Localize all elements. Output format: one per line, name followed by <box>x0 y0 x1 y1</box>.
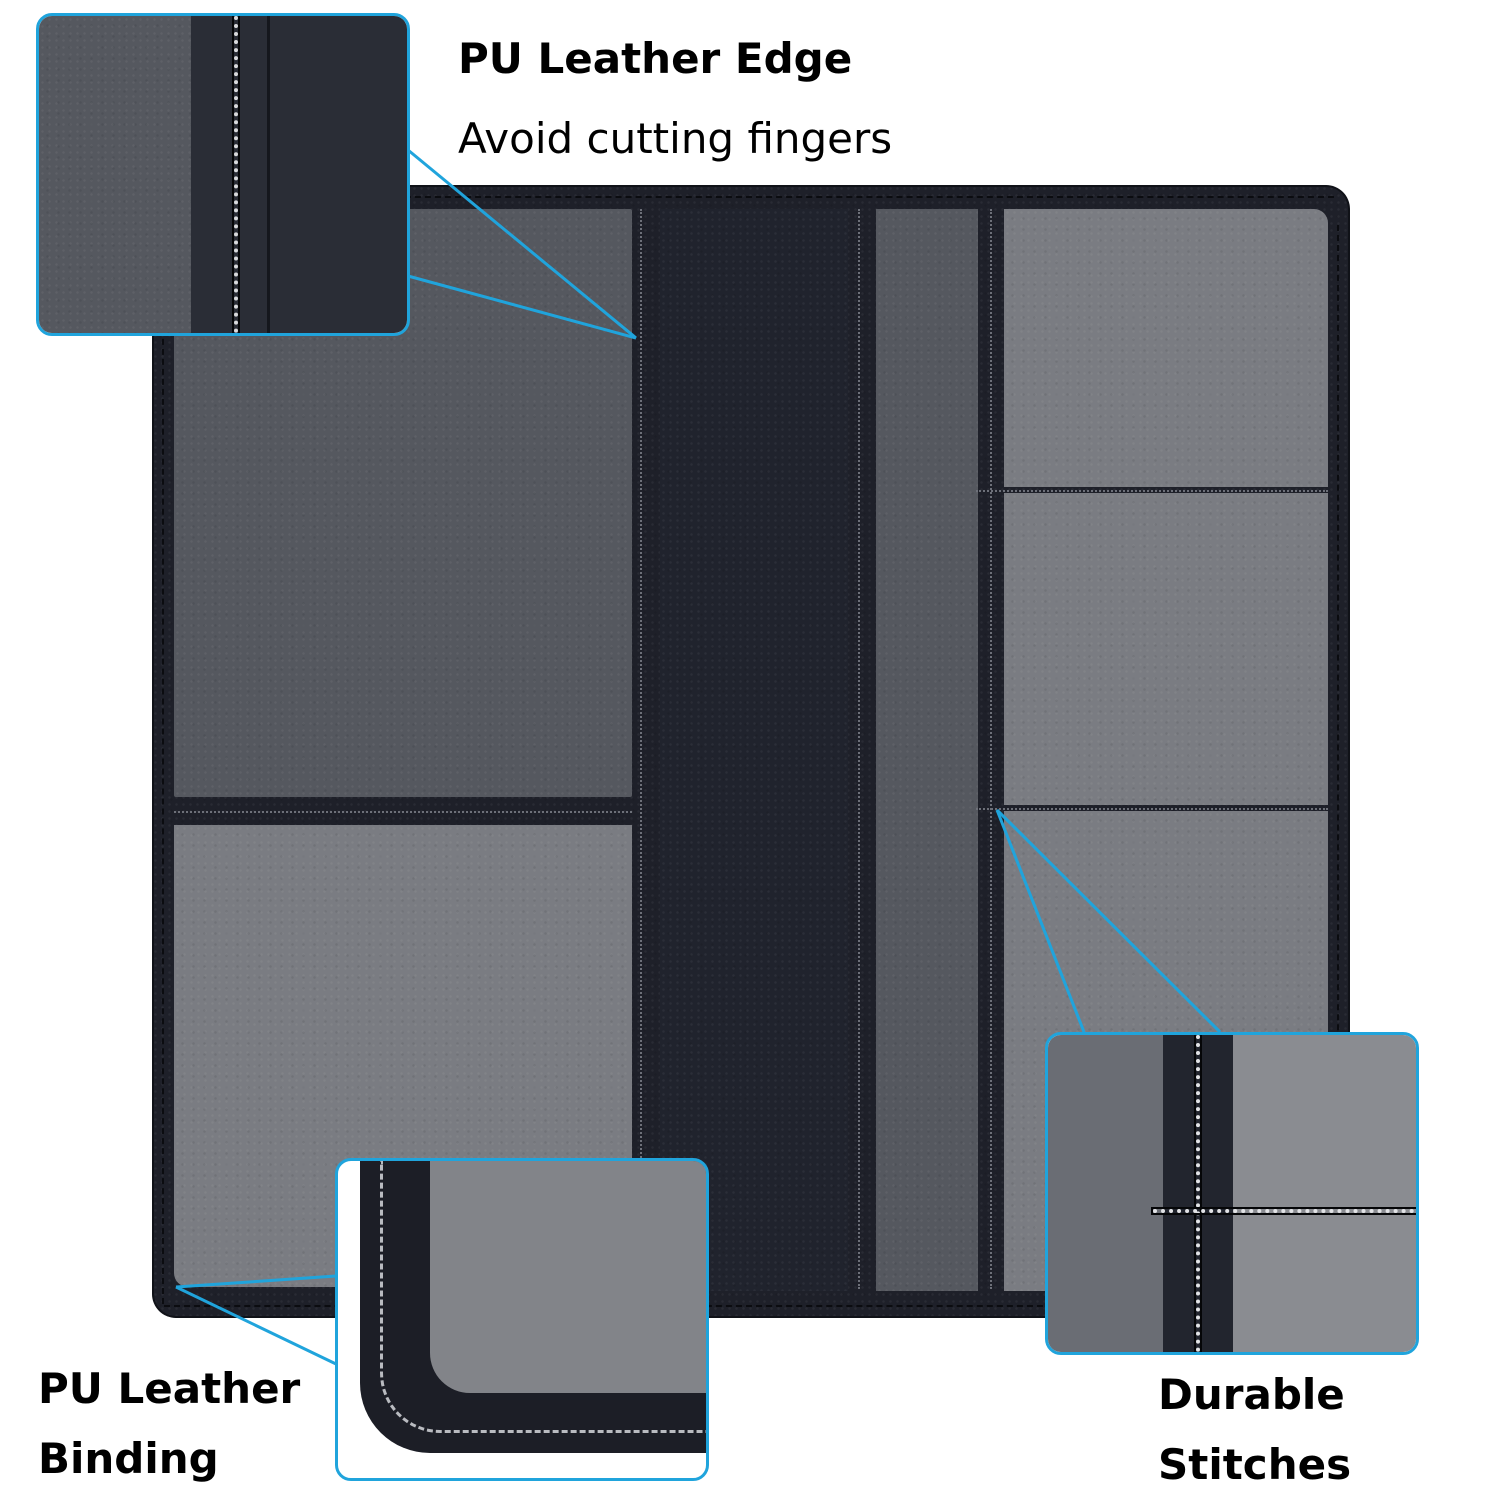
binding-stitch-right <box>1337 225 1339 1300</box>
binding-stitch-bottom <box>164 1305 1334 1307</box>
card-slot-stitch <box>990 209 992 1289</box>
stitches-detail-right-leather <box>1233 1035 1416 1352</box>
left-divider-stitch <box>174 811 632 813</box>
stitches-detail-left-leather <box>1048 1035 1163 1352</box>
center-spine-panel <box>660 209 848 1291</box>
binding-label-line2: Binding <box>38 1434 219 1483</box>
right-top-pocket <box>1004 209 1328 487</box>
edge-detail-groove <box>267 16 270 333</box>
spine-stitch-right <box>858 209 860 1289</box>
stitches-detail-vertical-stitch <box>1196 1035 1200 1352</box>
edge-subtitle: Avoid cutting fingers <box>458 114 893 163</box>
stitches-detail-horizontal-stitch <box>1153 1209 1416 1213</box>
binding-detail-stitch <box>380 1161 706 1433</box>
right-divider-stitch-2 <box>976 808 1328 810</box>
binding-detail-gray-leather <box>430 1161 706 1393</box>
narrow-card-slot <box>876 209 978 1291</box>
binding-label-line1: PU Leather <box>38 1364 301 1413</box>
edge-detail-stitch <box>234 16 238 333</box>
binding-detail-callout <box>335 1158 709 1481</box>
wallet-body <box>152 185 1350 1318</box>
binding-stitch-left <box>162 199 164 1304</box>
stitches-detail-callout <box>1045 1032 1419 1355</box>
right-middle-pocket <box>1004 493 1328 805</box>
spine-stitch-left <box>640 209 642 1289</box>
edge-detail-gray-leather <box>39 16 191 333</box>
right-divider-stitch-1 <box>976 490 1328 492</box>
edge-detail-black-leather <box>191 16 407 333</box>
stitches-label-line1: Durable <box>1158 1370 1345 1419</box>
stitches-label-line2: Stitches <box>1158 1440 1352 1489</box>
edge-title: PU Leather Edge <box>458 34 853 83</box>
edge-detail-callout <box>36 13 410 336</box>
binding-stitch-top <box>164 196 1334 198</box>
